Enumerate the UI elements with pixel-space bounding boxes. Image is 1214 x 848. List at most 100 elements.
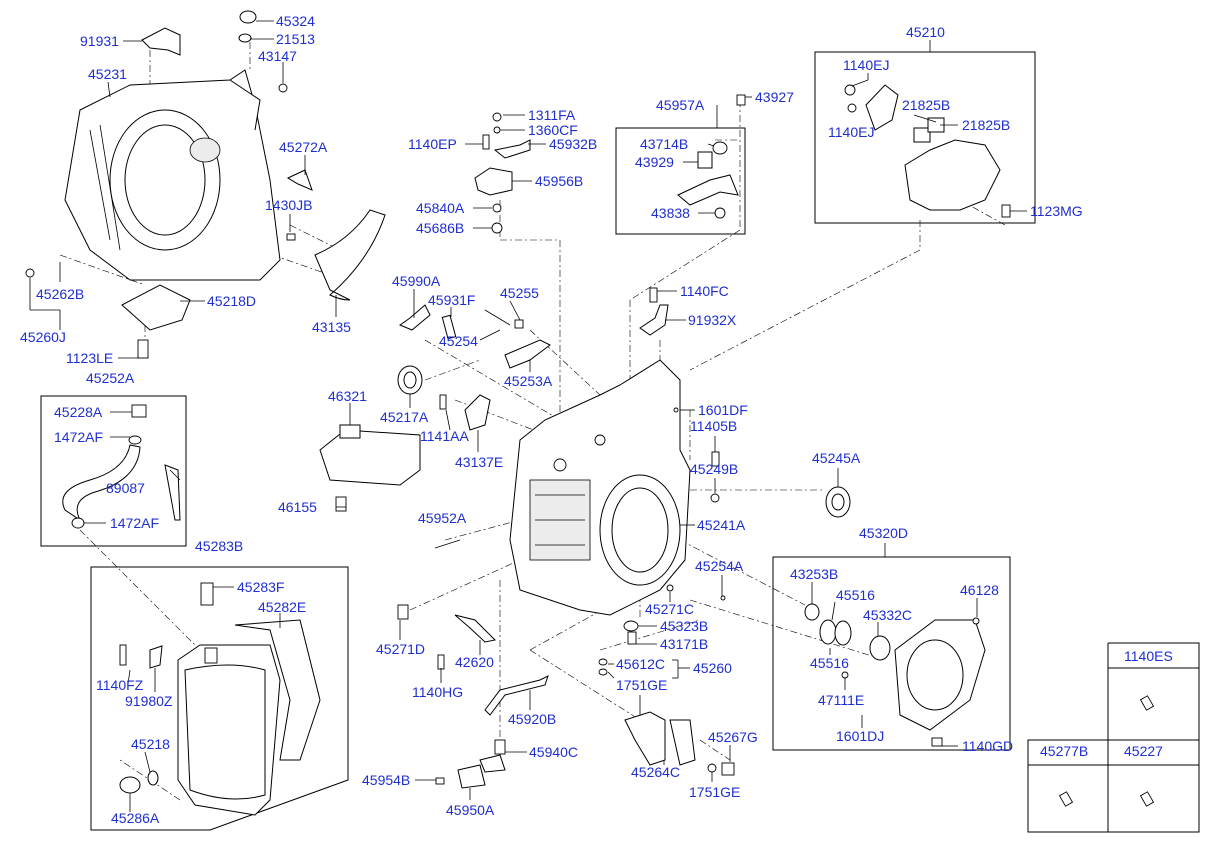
part-label[interactable]: 91931 — [80, 33, 119, 49]
part-label[interactable]: 45255 — [500, 285, 539, 301]
part-label[interactable]: 1140GD — [962, 738, 1013, 754]
part-label[interactable]: 1360CF — [528, 122, 578, 138]
part-label[interactable]: 45954B — [362, 772, 410, 788]
part-label[interactable]: 45840A — [416, 200, 465, 216]
part-label[interactable]: 91932X — [688, 312, 737, 328]
part-label[interactable]: 45956B — [535, 173, 583, 189]
part-label[interactable]: 1430JB — [265, 197, 312, 213]
part-label[interactable]: 46128 — [960, 582, 999, 598]
part-label[interactable]: 45241A — [697, 517, 746, 533]
part-label[interactable]: 45267G — [708, 729, 758, 745]
part-label[interactable]: 1751GE — [616, 677, 667, 693]
box-45283B — [90, 566, 349, 831]
part-label[interactable]: 1123MG — [1030, 203, 1083, 219]
part-label[interactable]: 1472AF — [110, 515, 159, 531]
part-labels: 91931 45324 21513 43147 45231 45272A 143… — [20, 13, 1173, 826]
part-label[interactable]: 1751GE — [689, 784, 740, 800]
part-label[interactable]: 45217A — [380, 409, 429, 425]
part-label[interactable]: 43927 — [755, 89, 794, 105]
part-label[interactable]: 43838 — [651, 205, 690, 221]
part-label[interactable]: 45931F — [428, 292, 475, 308]
part-label[interactable]: 45271C — [645, 601, 694, 617]
part-label[interactable]: 21825B — [962, 117, 1010, 133]
part-label[interactable]: 43253B — [790, 566, 838, 582]
part-label[interactable]: 1141AA — [420, 428, 469, 444]
part-label[interactable]: 45254 — [439, 333, 478, 349]
part-label[interactable]: 1140HG — [412, 684, 463, 700]
part-label[interactable]: 43714B — [640, 136, 688, 152]
part-label[interactable]: 45272A — [279, 139, 328, 155]
part-label[interactable]: 45254A — [695, 558, 744, 574]
pin-43147 — [278, 83, 288, 93]
part-label[interactable]: 11405B — [690, 418, 737, 434]
part-label[interactable]: 45249B — [690, 461, 738, 477]
part-label[interactable]: 1601DF — [698, 402, 748, 418]
part-label[interactable]: 45516 — [836, 587, 875, 603]
part-label[interactable]: 45227 — [1124, 743, 1163, 759]
part-label[interactable]: 45957A — [656, 97, 705, 113]
part-label[interactable]: 45940C — [529, 744, 578, 760]
part-label[interactable]: 45231 — [88, 66, 127, 82]
part-label[interactable]: 1311FA — [528, 107, 576, 123]
case-45241A — [509, 359, 691, 616]
bolt-1140ES — [1139, 695, 1155, 711]
bolt-45277B — [1058, 791, 1074, 807]
part-label[interactable]: 91980Z — [125, 693, 173, 709]
bolt-45227 — [1139, 791, 1155, 807]
part-label[interactable]: 43171B — [660, 636, 708, 652]
part-label[interactable]: 1472AF — [54, 429, 103, 445]
part-label[interactable]: 45277B — [1040, 743, 1088, 759]
part-label[interactable]: 45228A — [54, 404, 103, 420]
part-label[interactable]: 45252A — [86, 370, 135, 386]
part-label[interactable]: 45218 — [131, 736, 170, 752]
part-label[interactable]: 46321 — [328, 388, 367, 404]
part-label[interactable]: 1140EJ — [828, 124, 874, 140]
part-label[interactable]: 45324 — [276, 13, 315, 29]
part-label[interactable]: 45260J — [20, 329, 66, 345]
part-label[interactable]: 45271D — [376, 641, 425, 657]
part-label[interactable]: 45686B — [416, 220, 464, 236]
part-label[interactable]: 1601DJ — [836, 728, 884, 744]
part-label[interactable]: 45612C — [616, 656, 665, 672]
part-label[interactable]: 45262B — [36, 286, 84, 302]
part-label[interactable]: 45264C — [631, 764, 680, 780]
part-label[interactable]: 45260 — [693, 660, 732, 676]
part-label[interactable]: 1123LE — [66, 350, 113, 366]
part-label[interactable]: 47111E — [818, 692, 864, 708]
part-label[interactable]: 43135 — [312, 319, 351, 335]
part-label[interactable]: 43137E — [455, 454, 503, 470]
part-label[interactable]: 45253A — [504, 373, 553, 389]
part-label[interactable]: 1140EJ — [843, 57, 889, 73]
part-label[interactable]: 45283B — [195, 538, 243, 554]
part-label[interactable]: 1140EP — [408, 136, 457, 152]
part-label[interactable]: 45952A — [418, 510, 467, 526]
part-label[interactable]: 1140FC — [680, 283, 729, 299]
part-label[interactable]: 45283F — [237, 579, 284, 595]
part-label[interactable]: 42620 — [455, 654, 494, 670]
part-label[interactable]: 45932B — [549, 136, 597, 152]
part-label[interactable]: 45218D — [207, 293, 256, 309]
part-label[interactable]: 45332C — [863, 607, 912, 623]
part-label[interactable]: 45920B — [508, 711, 556, 727]
bracket-45218D — [121, 284, 191, 331]
part-label[interactable]: 43147 — [258, 48, 297, 64]
plug-45262B — [25, 268, 35, 278]
washer-21513 — [238, 33, 252, 43]
part-label[interactable]: 45990A — [392, 273, 441, 289]
part-label[interactable]: 46155 — [278, 499, 317, 515]
part-label[interactable]: 89087 — [106, 480, 145, 496]
part-label[interactable]: 45320D — [859, 525, 908, 541]
part-label[interactable]: 45286A — [111, 810, 160, 826]
group-45957A-parts — [677, 94, 746, 219]
part-label[interactable]: 45210 — [906, 24, 945, 40]
part-label[interactable]: 21825B — [902, 97, 950, 113]
part-label[interactable]: 1140ES — [1124, 648, 1173, 664]
part-label[interactable]: 1140FZ — [96, 677, 144, 693]
part-label[interactable]: 45950A — [446, 802, 495, 818]
part-label[interactable]: 45516 — [810, 655, 849, 671]
part-label[interactable]: 45245A — [812, 450, 861, 466]
part-label[interactable]: 45282E — [258, 599, 306, 615]
part-label[interactable]: 43929 — [635, 154, 674, 170]
part-label[interactable]: 45323B — [660, 618, 708, 634]
part-label[interactable]: 21513 — [276, 31, 315, 47]
